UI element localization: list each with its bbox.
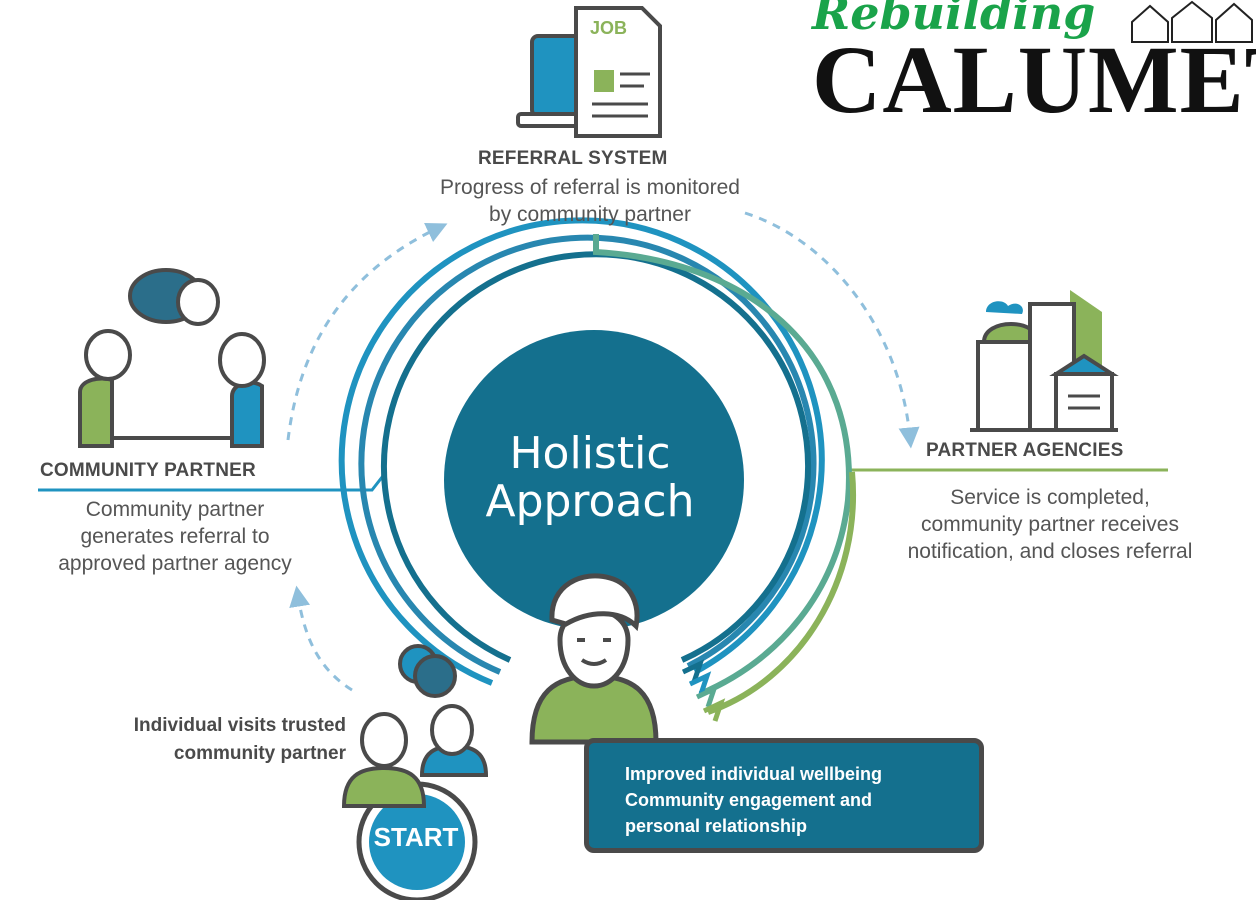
start-desc: Individual visits trusted community part… (40, 712, 346, 768)
referral-system-title: REFERRAL SYSTEM (478, 148, 668, 169)
dashed-arrow-referral-to-agencies (744, 211, 920, 449)
outcome-line-1: Improved individual wellbeing (625, 764, 883, 784)
arc-green-teal (593, 234, 852, 697)
start-desc-line-1: Individual visits trusted (133, 715, 346, 736)
agencies-desc-line-2: community partner receives (921, 513, 1179, 536)
start-label: START (373, 822, 459, 852)
arc-arrowhead-4 (702, 698, 726, 722)
center-title-line-1: Holistic (509, 428, 671, 479)
logo-script-text: Rebuilding (812, 0, 1096, 40)
logo-main-text: CALUMET (812, 26, 1256, 133)
community-desc-line-2: generates referral to (80, 525, 270, 548)
outcomes-box: Improved individual wellbeing Community … (584, 738, 984, 853)
start-desc-line-2: community partner (173, 743, 346, 764)
start-icon-group (341, 644, 489, 900)
holistic-approach-title: Holistic Approach (430, 430, 750, 526)
center-title-line-2: Approach (485, 476, 695, 527)
referral-desc-line-1: Progress of referral is monitored (440, 176, 740, 199)
referral-desc-line-2: by community partner (489, 203, 691, 226)
community-partner-icon (78, 268, 266, 448)
dashed-arrow-community-to-referral (286, 223, 448, 441)
center-person-icon (529, 573, 659, 745)
holistic-approach-circle (444, 330, 744, 630)
outcome-line-3: personal relationship (625, 816, 808, 836)
community-partner-title: COMMUNITY PARTNER (40, 460, 256, 481)
arc-mid-blue (358, 234, 817, 675)
partner-agencies-icon (970, 290, 1119, 432)
referral-system-desc: Progress of referral is monitored by com… (380, 174, 800, 228)
job-label: JOB (590, 18, 628, 38)
partner-agencies-desc: Service is completed, community partner … (850, 484, 1250, 565)
arc-green (707, 471, 857, 715)
agencies-desc-line-1: Service is completed, (950, 486, 1150, 509)
community-partner-desc: Community partner generates referral to … (0, 496, 350, 577)
dashed-arrow-start-to-community (289, 585, 353, 692)
agencies-desc-line-3: notification, and closes referral (907, 540, 1193, 563)
arc-arrowhead-3 (695, 684, 719, 708)
arc-arrowhead-2 (688, 671, 712, 695)
job-document-icon (516, 6, 662, 138)
arc-arrowhead-1 (681, 659, 705, 683)
partner-agencies-title: PARTNER AGENCIES (926, 440, 1124, 461)
cloud-icon (986, 301, 1023, 314)
houses-icon (1131, 0, 1253, 43)
community-desc-line-3: approved partner agency (58, 552, 292, 575)
arc-outer-blue (338, 217, 825, 686)
outcome-line-2: Community engagement and (625, 790, 873, 810)
community-desc-line-1: Community partner (85, 498, 265, 521)
